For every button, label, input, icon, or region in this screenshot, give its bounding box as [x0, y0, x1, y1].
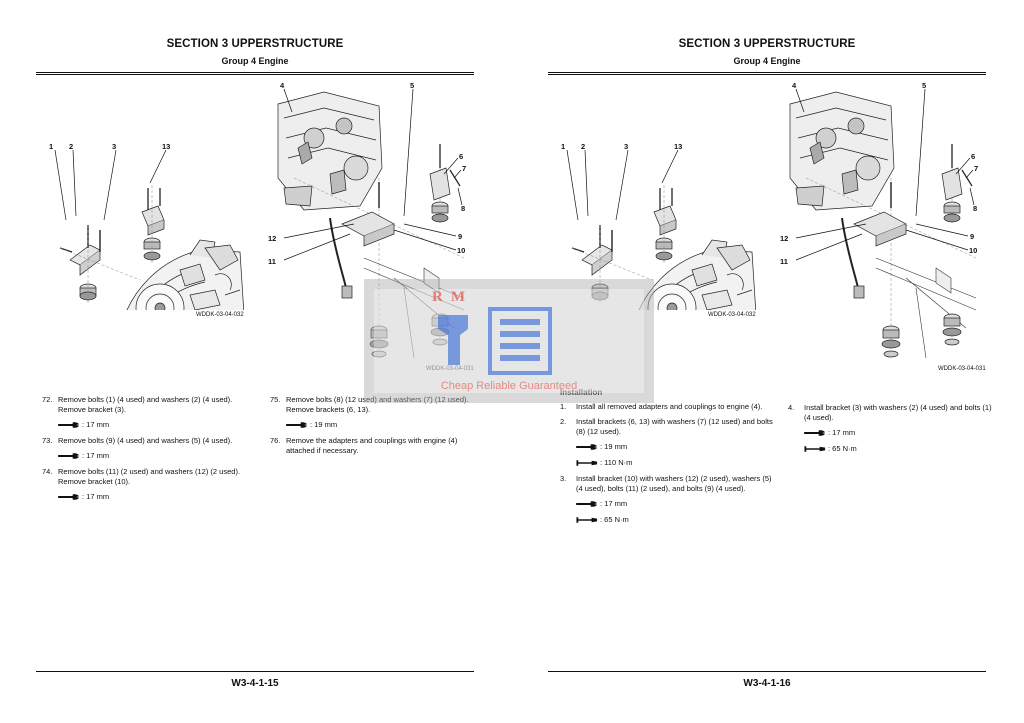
section-title: SECTION 3 UPPERSTRUCTURE: [166, 38, 344, 50]
left-page: SECTION 3 UPPERSTRUCTURE Group 4 Engine …: [36, 38, 484, 689]
wrench-icon: [576, 500, 598, 508]
section-title: SECTION 3 UPPERSTRUCTURE: [678, 38, 856, 50]
wrench-icon: [58, 493, 80, 501]
callout-10: 10: [969, 246, 977, 255]
footer-rule: [548, 671, 986, 672]
step-1: 1. Install all removed adapters and coup…: [560, 402, 763, 411]
group-title: Group 4 Engine: [733, 56, 801, 66]
callout-5: 5: [922, 81, 926, 90]
spec-wrench: : 17 mm: [804, 428, 994, 438]
callout-1: 1: [561, 142, 565, 151]
callout-9: 9: [458, 232, 462, 241]
spec-wrench: : 17 mm: [58, 420, 242, 430]
header-rule: [36, 72, 474, 75]
wrench-icon: [576, 443, 598, 451]
figure-bracket-install: 1 2 3 13 WDDK-03-04-032: [552, 138, 762, 333]
spec-torque: : 65 N·m: [804, 444, 994, 454]
header-rule: [548, 72, 986, 75]
figure-engine-brackets: 4 5 6 7 8 9 10 11 12 WDDK-03-04-031: [776, 78, 996, 378]
figure-caption: WDDK-03-04-032: [708, 312, 756, 318]
step-2: 2. Install brackets (6, 13) with washers…: [560, 417, 773, 436]
step-72: 72. Remove bolts (1) (4 used) and washer…: [42, 395, 233, 414]
wrench-icon: [804, 429, 826, 437]
figure-bracket-removal: 1 2 3 13 WDDK-03-04-032: [40, 138, 250, 333]
removal-steps-col2: 75. Remove bolts (8) (12 used) and washe…: [270, 395, 474, 461]
step-76: 76. Remove the adapters and couplings wi…: [270, 436, 458, 455]
step-74: 74. Remove bolts (11) (2 used) and washe…: [42, 467, 241, 486]
callout-7: 7: [462, 164, 466, 173]
footer-rule: [36, 671, 474, 672]
callout-2: 2: [69, 142, 73, 151]
callout-4: 4: [280, 81, 285, 90]
spec-torque: : 65 N·m: [576, 515, 774, 525]
step-75: 75. Remove bolts (8) (12 used) and washe…: [270, 395, 469, 414]
callout-13: 13: [674, 142, 682, 151]
step-4: 4. Install bracket (3) with washers (2) …: [788, 403, 992, 422]
wrench-icon: [286, 421, 308, 429]
callout-11: 11: [268, 257, 276, 266]
callout-11: 11: [780, 257, 788, 266]
callout-7: 7: [974, 164, 978, 173]
spec-wrench: : 17 mm: [576, 499, 774, 509]
callout-12: 12: [780, 234, 788, 243]
page-number: W3-4-1-16: [743, 678, 791, 689]
page-number: W3-4-1-15: [231, 678, 279, 689]
callout-13: 13: [162, 142, 170, 151]
step-3: 3. Install bracket (10) with washers (12…: [560, 474, 772, 493]
torque-wrench-icon: [576, 459, 598, 467]
spec-wrench: : 19 mm: [286, 420, 474, 430]
callout-3: 3: [624, 142, 628, 151]
callout-10: 10: [457, 246, 465, 255]
watermark: RM Cheap Reliable Guaranteed: [364, 279, 654, 403]
watermark-logo-icon: [438, 307, 552, 375]
callout-1: 1: [49, 142, 53, 151]
figure-engine-brackets: 4 5 6 7 8 9 10 11 12 WDDK-03-04-031: [264, 78, 484, 378]
spec-wrench: : 19 mm: [576, 442, 774, 452]
watermark-tagline: Cheap Reliable Guaranteed: [440, 380, 578, 392]
torque-wrench-icon: [576, 516, 598, 524]
callout-8: 8: [461, 204, 465, 213]
spec-torque: : 110 N·m: [576, 458, 774, 468]
callout-4: 4: [792, 81, 797, 90]
group-title: Group 4 Engine: [221, 56, 289, 66]
callout-5: 5: [410, 81, 414, 90]
callout-6: 6: [971, 152, 975, 161]
wrench-icon: [58, 452, 80, 460]
figure-caption: WDDK-03-04-031: [938, 366, 986, 372]
step-73: 73. Remove bolts (9) (4 used) and washer…: [42, 436, 233, 445]
removal-steps-col1: 72. Remove bolts (1) (4 used) and washer…: [42, 395, 242, 508]
spec-wrench: : 17 mm: [58, 451, 242, 461]
torque-wrench-icon: [804, 445, 826, 453]
callout-2: 2: [581, 142, 585, 151]
installation-heading: Installation: [560, 388, 603, 397]
right-page: SECTION 3 UPPERSTRUCTURE Group 4 Engine …: [512, 0, 1024, 723]
callout-12: 12: [268, 234, 276, 243]
callout-9: 9: [970, 232, 974, 241]
spec-wrench: : 17 mm: [58, 492, 242, 502]
watermark-logo-text: RM: [432, 289, 473, 305]
install-steps-col1: Installation 1. Install all removed adap…: [560, 388, 774, 531]
wrench-icon: [58, 421, 80, 429]
callout-8: 8: [973, 204, 977, 213]
figure-caption: WDDK-03-04-031: [426, 366, 474, 372]
callout-3: 3: [112, 142, 116, 151]
callout-6: 6: [459, 152, 463, 161]
install-steps-col2: 4. Install bracket (3) with washers (2) …: [788, 403, 994, 460]
figure-caption: WDDK-03-04-032: [196, 312, 244, 318]
